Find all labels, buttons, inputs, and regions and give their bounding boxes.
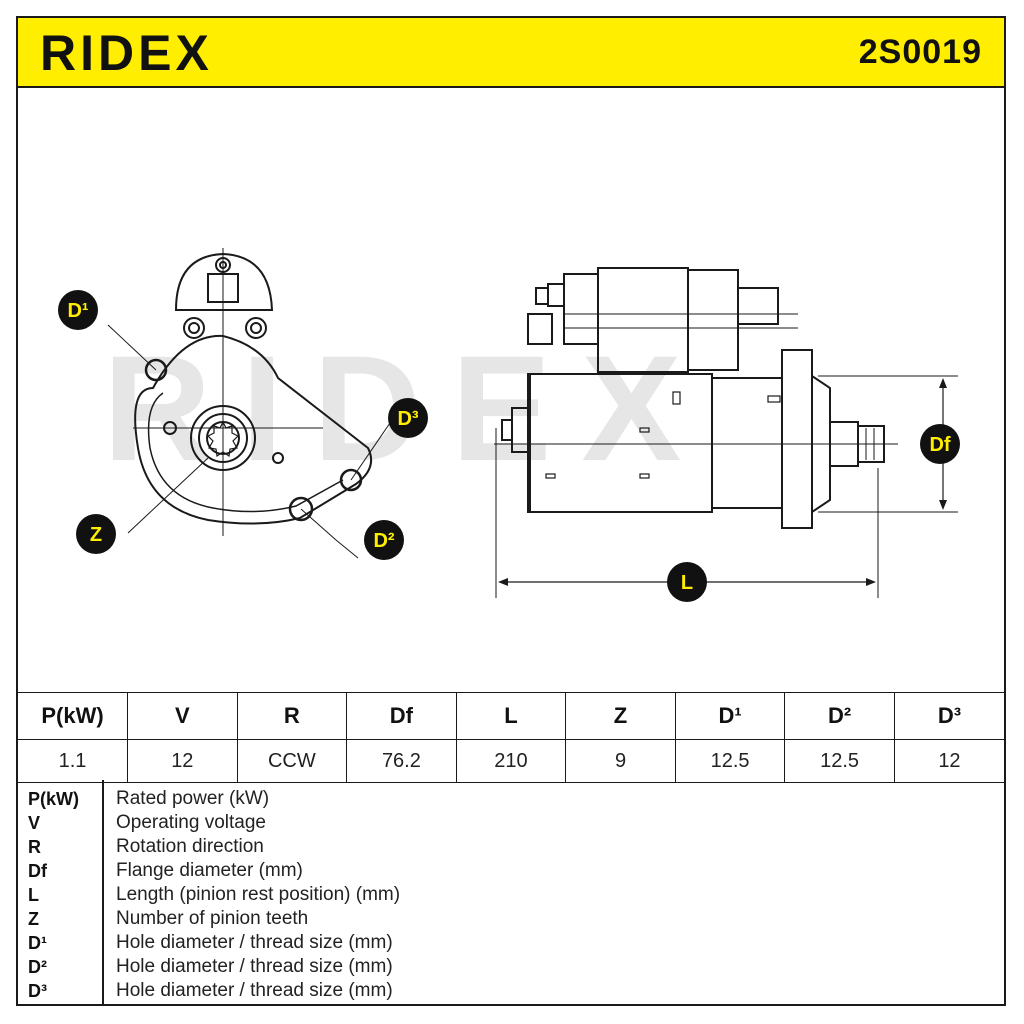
spec-header: D³	[893, 692, 1004, 740]
legend-desc: Length (pinion rest position) (mm)	[116, 884, 401, 905]
legend-key: D³	[28, 981, 47, 1001]
svg-text:Z: Z	[90, 524, 102, 546]
technical-drawing: RIDEX	[58, 248, 960, 602]
spec-value: 76.2	[346, 739, 457, 783]
spec-header: D²	[784, 692, 895, 740]
legend-key: D¹	[28, 933, 47, 953]
legend-row: D³ Hole diameter / thread size (mm)	[18, 979, 1004, 1003]
front-view	[107, 248, 391, 559]
legend-row: R Rotation direction	[18, 835, 1004, 859]
spec-header: D¹	[674, 692, 786, 740]
legend-row: D² Hole diameter / thread size (mm)	[18, 955, 1004, 979]
spec-value: 12	[893, 739, 1004, 783]
svg-text:D²: D²	[373, 530, 394, 552]
svg-text:Df: Df	[929, 434, 950, 456]
spec-value: 210	[455, 739, 567, 783]
legend-desc: Hole diameter / thread size (mm)	[116, 956, 393, 977]
legend-key: Df	[28, 861, 47, 881]
datasheet-frame: RIDEX 2S0019 RIDEX	[16, 16, 1006, 1006]
side-view	[494, 267, 958, 598]
spec-header: V	[127, 692, 238, 740]
spec-header: R	[236, 692, 348, 740]
legend-row: Df Flange diameter (mm)	[18, 859, 1004, 883]
ridex-logo: RIDEX	[40, 28, 213, 78]
legend-desc: Hole diameter / thread size (mm)	[116, 932, 393, 953]
legend-desc: Rated power (kW)	[116, 788, 270, 809]
legend-desc: Hole diameter / thread size (mm)	[116, 980, 393, 1001]
brand-logo-text: RIDEX	[40, 28, 213, 78]
legend-desc: Number of pinion teeth	[116, 908, 309, 929]
legend-desc: Flange diameter (mm)	[116, 860, 303, 881]
spec-value: 12.5	[674, 739, 786, 783]
legend-key: R	[28, 837, 41, 857]
legend-row: D¹ Hole diameter / thread size (mm)	[18, 931, 1004, 955]
legend-key: Z	[28, 909, 39, 929]
legend-divider	[102, 780, 104, 1004]
badge-d1: D¹	[58, 290, 98, 330]
legend-row: L Length (pinion rest position) (mm)	[18, 883, 1004, 907]
svg-text:D³: D³	[397, 408, 418, 430]
legend-key: L	[28, 885, 39, 905]
legend-desc: Rotation direction	[116, 836, 264, 857]
spec-value: 1.1	[18, 739, 129, 783]
spec-value: 12	[127, 739, 238, 783]
legend-key: V	[28, 813, 41, 833]
spec-value: CCW	[236, 739, 348, 783]
spec-value: 9	[565, 739, 676, 783]
legend-row: Z Number of pinion teeth	[18, 907, 1004, 931]
legend: P(kW) Rated power (kW) V Operating volta…	[18, 780, 1004, 1004]
badge-l: L	[667, 562, 707, 602]
spec-header: Df	[346, 692, 457, 740]
legend-key: P(kW)	[28, 789, 79, 809]
specs-value-row: 1.1 12 CCW 76.2 210 9 12.5 12.5 12	[18, 739, 1004, 783]
legend-key: D²	[28, 957, 47, 977]
legend-row: P(kW) Rated power (kW)	[18, 787, 1004, 811]
svg-text:L: L	[681, 572, 693, 594]
spec-header: L	[455, 692, 567, 740]
badge-df: Df	[920, 424, 960, 464]
specs-header-row: P(kW) V R Df L Z D¹ D² D³	[18, 692, 1004, 740]
legend-row: V Operating voltage	[18, 811, 1004, 835]
specs-table: P(kW) V R Df L Z D¹ D² D³ 1.1 12 CCW 76.…	[18, 692, 1004, 783]
badge-d2: D²	[364, 520, 404, 560]
spec-value: 12.5	[784, 739, 895, 783]
header-bar: RIDEX 2S0019	[18, 18, 1004, 88]
spec-header: Z	[565, 692, 676, 740]
badge-d3: D³	[388, 398, 428, 438]
spec-header: P(kW)	[18, 692, 129, 740]
part-number: 2S0019	[858, 33, 982, 71]
legend-desc: Operating voltage	[116, 812, 266, 833]
svg-text:D¹: D¹	[67, 300, 88, 322]
badge-z: Z	[76, 514, 116, 554]
